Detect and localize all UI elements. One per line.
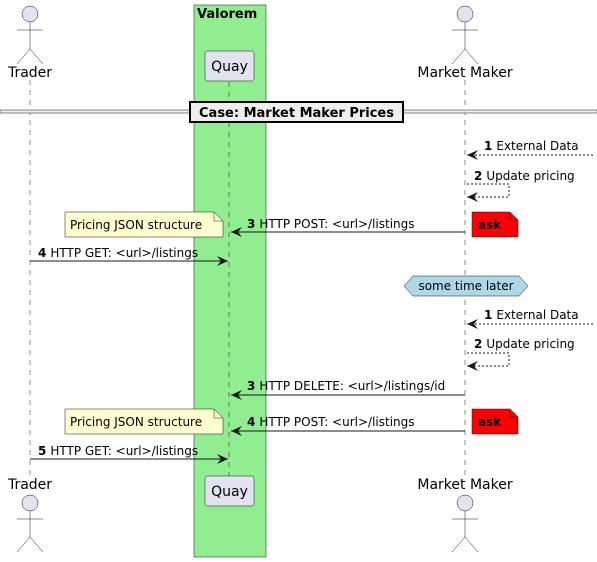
trader-label-top: Trader: [7, 65, 52, 81]
delay-marker: [403, 275, 529, 297]
note-pricing-json-1-text: Pricing JSON structure: [70, 218, 202, 232]
delay-label: some time later: [418, 279, 513, 293]
note-pricing-json-2: [64, 408, 224, 435]
note-pricing-json-2-text: Pricing JSON structure: [70, 415, 202, 429]
note-ask-1: [471, 211, 519, 238]
market-maker-actor-bottom: [451, 494, 479, 553]
note-ask-2-text: ask: [478, 415, 502, 429]
note-ask-1-text: ask: [478, 218, 502, 232]
quay-label-bottom: Quay: [211, 484, 248, 500]
quay-participant-bottom: [204, 475, 255, 507]
trader-actor-bottom: [16, 494, 44, 553]
valorem-box: [193, 4, 267, 558]
trader-label-bottom: Trader: [7, 477, 52, 493]
valorem-box-title: Valorem: [197, 7, 257, 22]
market-maker-actor-top: [451, 5, 479, 65]
note-ask-2: [471, 408, 519, 435]
quay-participant-top: [204, 50, 255, 82]
case-divider: [0, 101, 597, 123]
message-2-arrow: [467, 183, 510, 202]
message-6-arrow: [467, 352, 510, 371]
market-maker-label-bottom: Market Maker: [417, 477, 512, 493]
case-divider-label: Case: Market Maker Prices: [199, 106, 394, 121]
note-pricing-json-1: [64, 211, 224, 238]
market-maker-label-top: Market Maker: [417, 65, 512, 81]
trader-actor-top: [16, 5, 44, 65]
quay-label-top: Quay: [211, 59, 248, 75]
